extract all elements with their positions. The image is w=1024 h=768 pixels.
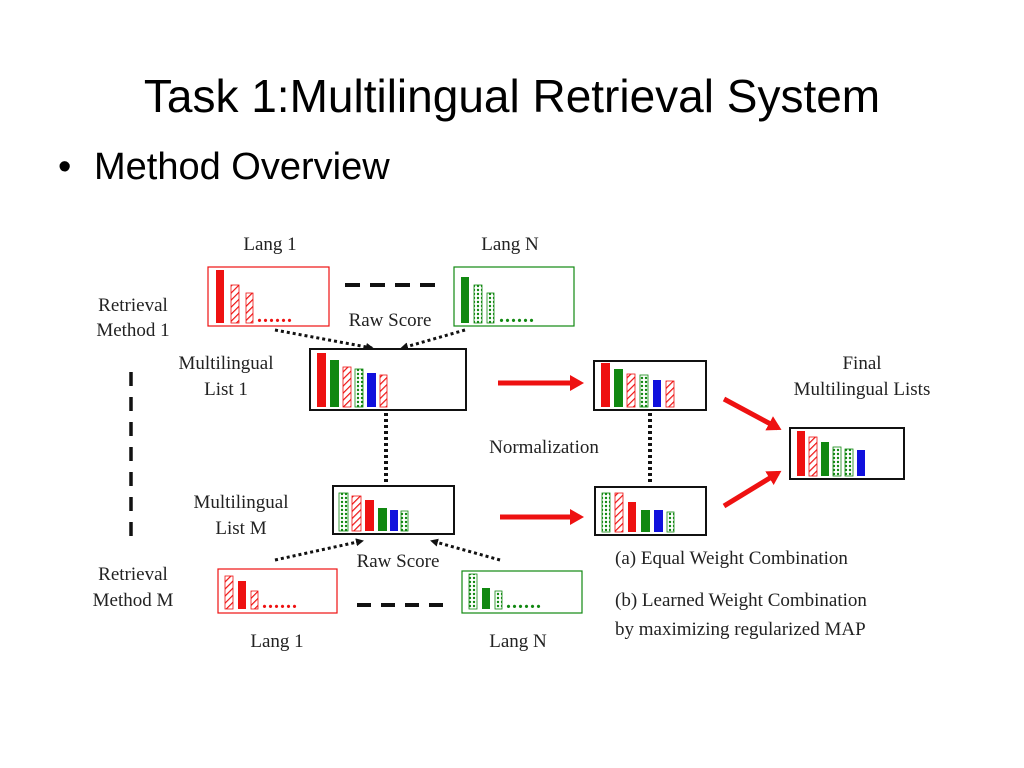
- bar: [250, 590, 259, 610]
- ellipsis: ......: [262, 591, 298, 613]
- bar: [317, 353, 326, 407]
- normalized-list-m-box: [594, 486, 707, 536]
- dotted-arrow: [274, 538, 364, 562]
- bar: [666, 511, 675, 533]
- retrieval-method-1-line1: Retrieval: [98, 295, 168, 316]
- ellipsis: ......: [506, 591, 542, 613]
- normalized-list-1-box: [593, 360, 707, 411]
- bar: [365, 500, 374, 531]
- normalization-label: Normalization: [489, 437, 599, 458]
- bar: [238, 581, 246, 609]
- bar: [665, 380, 675, 408]
- lang-bottom-left-label: Lang 1: [250, 631, 303, 652]
- bar: [797, 431, 805, 476]
- retrieval-method-1-line2: Method 1: [96, 320, 169, 341]
- bar: [601, 492, 611, 533]
- multilingual-list-m-line1: Multilingual: [194, 492, 289, 513]
- bar: [857, 450, 865, 476]
- bar: [628, 502, 636, 532]
- multilingual-list-m-box: [332, 485, 455, 535]
- bar: [351, 495, 362, 532]
- multilingual-list-1-line1: Multilingual: [179, 353, 274, 374]
- combo-b-line1: (b) Learned Weight Combination: [615, 590, 867, 611]
- slide-title: Task 1:Multilingual Retrieval System: [143, 70, 881, 122]
- ellipsis: ......: [257, 305, 293, 327]
- bar: [473, 284, 483, 324]
- retrieval-method-m-line1: Retrieval: [98, 564, 168, 585]
- bar: [216, 270, 224, 323]
- final-lists-line1: Final: [842, 353, 881, 374]
- retrieval-method-m-line2: Method M: [93, 590, 174, 611]
- lang-box-bottom-left: ......: [217, 568, 338, 614]
- bar: [367, 373, 376, 407]
- bar: [494, 590, 503, 610]
- bar: [614, 492, 624, 533]
- bar: [601, 363, 610, 407]
- bar: [400, 510, 409, 532]
- raw-score-bottom-label: Raw Score: [357, 551, 440, 572]
- ellipsis: ......: [499, 305, 535, 327]
- bar: [821, 442, 829, 476]
- lang-box-bottom-right: ......: [461, 570, 583, 614]
- lang-bottom-right-label: Lang N: [489, 631, 547, 652]
- final-multilingual-list-box: [789, 427, 905, 480]
- combo-b-line2: by maximizing regularized MAP: [615, 619, 866, 640]
- red-arrow-to-final: [722, 396, 782, 431]
- final-lists-line2: Multilingual Lists: [794, 379, 931, 400]
- bar: [844, 448, 854, 477]
- dotted-arrow: [400, 328, 466, 351]
- bar: [224, 575, 234, 610]
- bar: [486, 292, 495, 324]
- bar: [808, 436, 818, 477]
- bar: [378, 508, 387, 531]
- lang-box-top-right: ......: [453, 266, 575, 327]
- dotted-arrow: [274, 328, 374, 351]
- bar: [461, 277, 469, 323]
- lang-box-top-left: ......: [207, 266, 330, 327]
- dotted-arrow: [430, 538, 501, 562]
- bar: [468, 573, 478, 610]
- bar: [390, 510, 398, 531]
- bar: [354, 368, 364, 408]
- bar: [482, 588, 490, 609]
- bar: [338, 492, 349, 532]
- raw-score-top-label: Raw Score: [349, 310, 432, 331]
- bullet-text: Method Overview: [94, 146, 390, 188]
- bar: [230, 284, 240, 324]
- multilingual-list-1-line2: List 1: [204, 379, 248, 400]
- bar: [654, 510, 663, 532]
- lang-top-left-label: Lang 1: [243, 234, 296, 255]
- bar: [832, 446, 842, 477]
- bullet-dot: •: [58, 146, 72, 188]
- bullet-method-overview: • Method Overview: [58, 142, 390, 192]
- bar: [330, 360, 339, 407]
- bar: [639, 374, 649, 408]
- bar: [626, 373, 636, 408]
- multilingual-list-m-line2: List M: [215, 518, 266, 539]
- bar: [641, 510, 650, 532]
- bar: [245, 292, 254, 324]
- bar: [614, 369, 623, 407]
- bar: [379, 374, 388, 408]
- bar: [653, 380, 661, 407]
- lang-top-right-label: Lang N: [481, 234, 539, 255]
- combo-a-label: (a) Equal Weight Combination: [615, 548, 848, 569]
- multilingual-list-1-box: [309, 348, 467, 411]
- red-arrow-to-final: [722, 470, 782, 509]
- bar: [342, 366, 352, 408]
